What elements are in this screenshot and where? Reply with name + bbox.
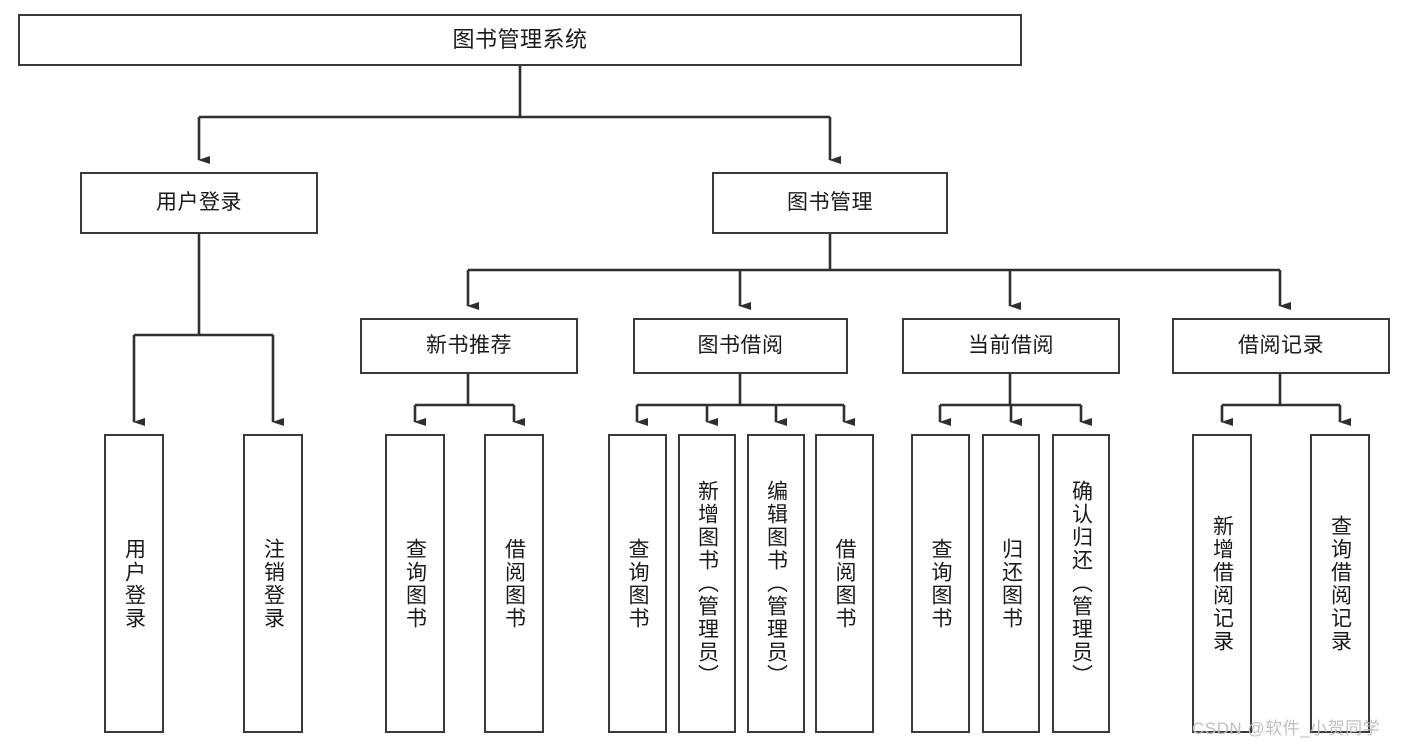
node-borrow-record[interactable]: 借阅记录 — [1172, 318, 1390, 374]
leaf-query-book-borrow[interactable]: 查询图书 — [608, 434, 667, 733]
node-label: 借阅图书 — [502, 537, 526, 630]
node-label: 图书管理 — [787, 190, 873, 214]
node-label: 查询图书 — [626, 537, 649, 630]
node-label: 查询图书 — [403, 537, 427, 630]
node-label: 注销登录 — [261, 537, 285, 630]
leaf-query-borrow-record[interactable]: 查询借阅记录 — [1310, 434, 1370, 733]
node-label: 新书推荐 — [426, 333, 512, 357]
node-new-book-recommend[interactable]: 新书推荐 — [360, 318, 578, 374]
node-label: 图书借阅 — [697, 333, 784, 357]
leaf-user-login[interactable]: 用户登录 — [104, 434, 164, 733]
node-label: 确认归还（管理员） — [1069, 480, 1093, 687]
node-label: 借阅图书 — [833, 537, 856, 630]
node-label: 当前借阅 — [968, 333, 1054, 357]
leaf-query-book-current[interactable]: 查询图书 — [911, 434, 970, 733]
leaf-borrow-book-newbook[interactable]: 借阅图书 — [484, 434, 544, 733]
node-root-system[interactable]: 图书管理系统 — [18, 14, 1022, 66]
node-label: 用户登录 — [156, 190, 242, 214]
node-book-management[interactable]: 图书管理 — [712, 172, 948, 234]
leaf-return-book[interactable]: 归还图书 — [982, 434, 1040, 733]
leaf-borrow-book[interactable]: 借阅图书 — [815, 434, 874, 733]
node-book-borrow[interactable]: 图书借阅 — [633, 318, 848, 374]
node-label: 查询借阅记录 — [1328, 514, 1352, 653]
leaf-confirm-return-admin[interactable]: 确认归还（管理员） — [1052, 434, 1110, 733]
node-label: 新增借阅记录 — [1210, 514, 1234, 653]
node-label: 编辑图书（管理员） — [764, 480, 788, 687]
leaf-add-borrow-record[interactable]: 新增借阅记录 — [1192, 434, 1252, 733]
leaf-add-book-admin[interactable]: 新增图书（管理员） — [678, 434, 736, 733]
node-label: 新增图书（管理员） — [695, 480, 719, 687]
leaf-logout-login[interactable]: 注销登录 — [243, 434, 303, 733]
node-label: 用户登录 — [122, 537, 146, 630]
node-label: 归还图书 — [999, 537, 1023, 630]
leaf-edit-book-admin[interactable]: 编辑图书（管理员） — [747, 434, 805, 733]
node-user-login[interactable]: 用户登录 — [80, 172, 318, 234]
leaf-query-book-newbook[interactable]: 查询图书 — [385, 434, 445, 733]
node-label: 图书管理系统 — [452, 27, 588, 53]
csdn-watermark: CSDN @软件_小贺同学 — [1192, 719, 1381, 738]
node-current-borrow[interactable]: 当前借阅 — [902, 318, 1120, 374]
node-label: 查询图书 — [929, 537, 952, 630]
node-label: 借阅记录 — [1238, 333, 1324, 357]
